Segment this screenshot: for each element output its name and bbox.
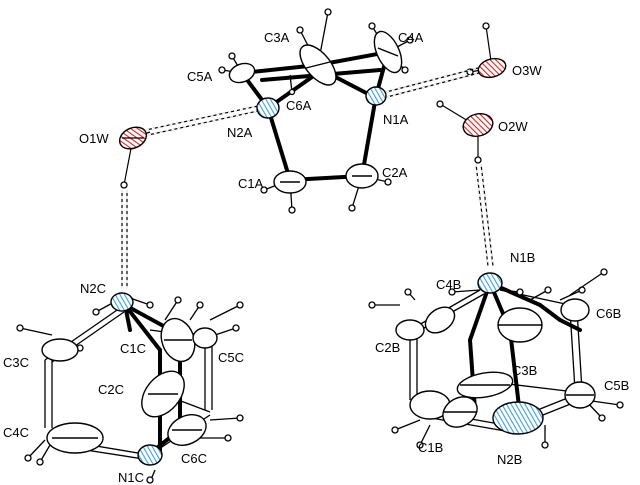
hbond-n1a-o3w (385, 67, 480, 98)
atom-n2b (492, 401, 544, 435)
atom-n1c (137, 444, 163, 466)
label-n1b: N1B (510, 250, 535, 265)
hbond-o1w-n2a (145, 105, 259, 136)
label-c3c: C3C (3, 355, 29, 370)
water-o2w (436, 100, 494, 164)
label-c3b: C3B (512, 363, 537, 378)
label-o1w: O1W (79, 131, 109, 146)
label-n2a: N2A (227, 125, 253, 140)
label-c2b: C2B (375, 340, 400, 355)
label-c5b: C5B (604, 378, 629, 393)
molecule-c (16, 292, 244, 484)
hydrogen-bonds (121, 67, 494, 288)
label-c2a: C2A (382, 165, 408, 180)
label-n1a: N1A (383, 112, 409, 127)
label-c5c: C5C (218, 350, 244, 365)
atom-c5c (192, 327, 218, 349)
molecule-b-atoms (395, 272, 596, 435)
molecule-c-atoms (41, 292, 218, 466)
label-n1c: N1C (118, 470, 144, 485)
water-molecules (118, 22, 507, 189)
label-c4a: C4A (398, 30, 424, 45)
atom-c5a (228, 62, 256, 84)
label-c4c: C4C (3, 425, 29, 440)
label-c1c: C1C (120, 341, 146, 356)
label-c6b: C6B (596, 306, 621, 321)
label-c1a: C1A (238, 176, 264, 191)
hbond-o1w-n2c (121, 190, 128, 288)
label-o2w: O2W (498, 119, 528, 134)
label-o3w: O3W (512, 63, 542, 78)
label-n2c: N2C (80, 281, 106, 296)
label-c3a: C3A (264, 30, 290, 45)
atom-c3c (41, 338, 79, 362)
label-c4b: C4B (436, 277, 461, 292)
atom-n2a (256, 97, 280, 119)
atom-c2b (395, 319, 425, 341)
atom-n1b (477, 272, 503, 294)
atom-c6b (560, 298, 590, 322)
atom-labels: C3A C4A C5A C6A N2A N1A O3W O1W O2W C1A … (3, 30, 629, 485)
label-c1b: C1B (418, 440, 443, 455)
molecule-a (218, 8, 414, 214)
molecule-a-atoms (228, 30, 403, 194)
label-c5a: C5A (187, 69, 213, 84)
atom-n2c (110, 292, 134, 312)
molecule-c-hydrogens (16, 296, 244, 484)
molecule-b (368, 268, 624, 449)
water-o3w (466, 22, 507, 79)
atom-c4b (424, 306, 456, 334)
label-n2b: N2B (497, 452, 522, 467)
hbond-o2w-n1b (475, 163, 494, 267)
molecule-a-hydrogens (218, 8, 414, 214)
water-o1w (118, 126, 151, 189)
label-c6c: C6C (181, 451, 207, 466)
label-c6a: C6A (286, 98, 312, 113)
atom-n1a (365, 86, 387, 106)
label-c2c: C2C (98, 382, 124, 397)
